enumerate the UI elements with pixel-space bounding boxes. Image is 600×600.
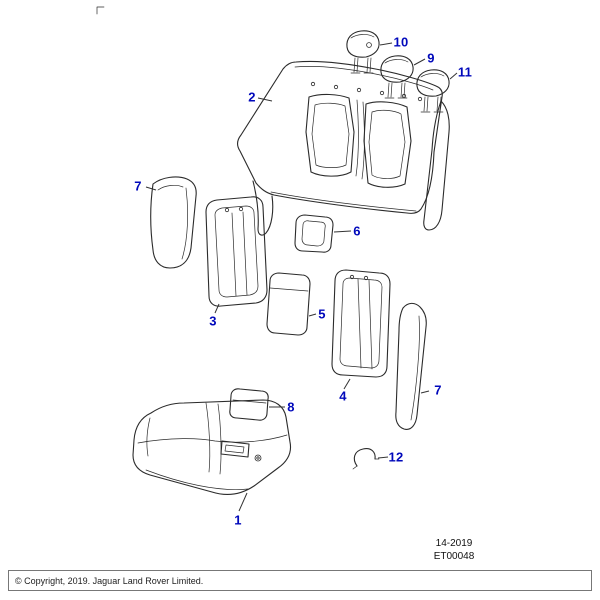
side-bolster-left-drawing bbox=[150, 176, 197, 269]
corner-tick bbox=[96, 6, 105, 15]
callout-11: 11 bbox=[457, 64, 473, 80]
doc-ref-number: ET00048 bbox=[433, 551, 475, 562]
callout-6: 6 bbox=[353, 223, 361, 239]
headrest-9-drawing bbox=[380, 55, 414, 99]
headrest-10-drawing bbox=[346, 30, 380, 74]
callout-10: 10 bbox=[393, 34, 409, 50]
callout-8: 8 bbox=[287, 399, 295, 415]
doc-ref-date: 14-2019 bbox=[435, 538, 473, 549]
callout-1: 1 bbox=[234, 512, 242, 528]
callout-9: 9 bbox=[427, 50, 435, 66]
center-trim-6-drawing bbox=[294, 214, 334, 253]
copyright-text: © Copyright, 2019. Jaguar Land Rover Lim… bbox=[15, 575, 204, 586]
callout-7-right: 7 bbox=[434, 382, 442, 398]
armrest-5-drawing bbox=[266, 272, 311, 336]
callout-7-left: 7 bbox=[134, 178, 142, 194]
seat-cushion-drawing bbox=[132, 399, 292, 495]
side-bolster-right-drawing bbox=[395, 302, 427, 430]
document-reference: 14-2019 ET00048 bbox=[414, 537, 494, 563]
callout-3: 3 bbox=[209, 313, 217, 329]
seat-back-drawing bbox=[236, 60, 450, 236]
callout-2: 2 bbox=[248, 89, 256, 105]
copyright-footer: © Copyright, 2019. Jaguar Land Rover Lim… bbox=[8, 570, 592, 591]
leader-lines bbox=[145, 42, 458, 512]
seat-back-section-3-drawing bbox=[205, 196, 268, 307]
callout-12: 12 bbox=[388, 449, 404, 465]
headrest-11-drawing bbox=[416, 69, 450, 113]
callout-5: 5 bbox=[318, 306, 326, 322]
seat-back-section-4-drawing bbox=[331, 269, 391, 378]
callout-4: 4 bbox=[339, 388, 347, 404]
hook-12-drawing bbox=[352, 448, 380, 470]
pad-8-drawing bbox=[229, 388, 269, 421]
